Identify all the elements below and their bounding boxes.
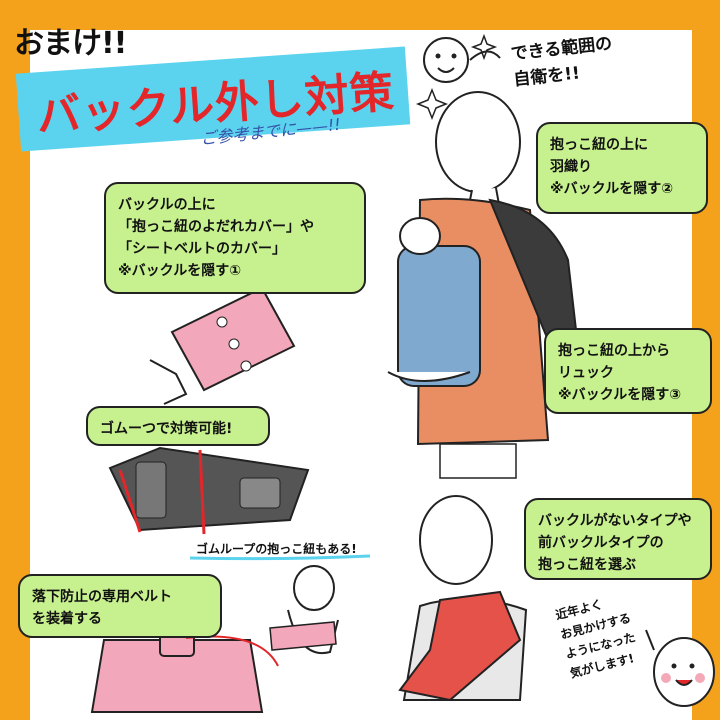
- bubble-rubber: ゴムーつで対策可能!: [86, 406, 270, 446]
- bubble-belt: 落下防止の専用ベルト を装着する: [18, 574, 222, 638]
- sparkle-icon: [470, 33, 498, 61]
- bib-cover-strip-figure: [149, 286, 296, 405]
- pink-safety-belt-figure: [90, 629, 279, 713]
- omake-label: おまけ!!: [14, 26, 127, 61]
- buckle-figure: [108, 446, 310, 535]
- mascot-bottom-icon: [645, 629, 715, 707]
- parent-with-carrier-figure: [387, 91, 578, 479]
- sparkle-icon: [415, 87, 449, 121]
- bubble-rucksack: 抱っこ紐の上から リュック ※バックルを隠す③: [544, 328, 712, 414]
- bubble-haori: 抱っこ紐の上に 羽織り ※バックルを隠す②: [536, 122, 708, 214]
- underline-stroke: [189, 554, 371, 561]
- rubber-loop-note: ゴムループの抱っこ紐もある!: [196, 542, 357, 556]
- bubble-cover: バックルの上に 「抱っこ紐のよだれカバー」や 「シートベルトのカバー」 ※バック…: [104, 182, 366, 294]
- baby-with-strap-figure: [269, 565, 339, 655]
- bubble-no-buckle: バックルがないタイプや 前バックルタイプの 抱っこ紐を選ぶ: [524, 498, 712, 580]
- person-with-red-carrier-figure: [398, 495, 528, 702]
- callout-self-defense: できる範囲の 自衛を!!: [509, 33, 614, 91]
